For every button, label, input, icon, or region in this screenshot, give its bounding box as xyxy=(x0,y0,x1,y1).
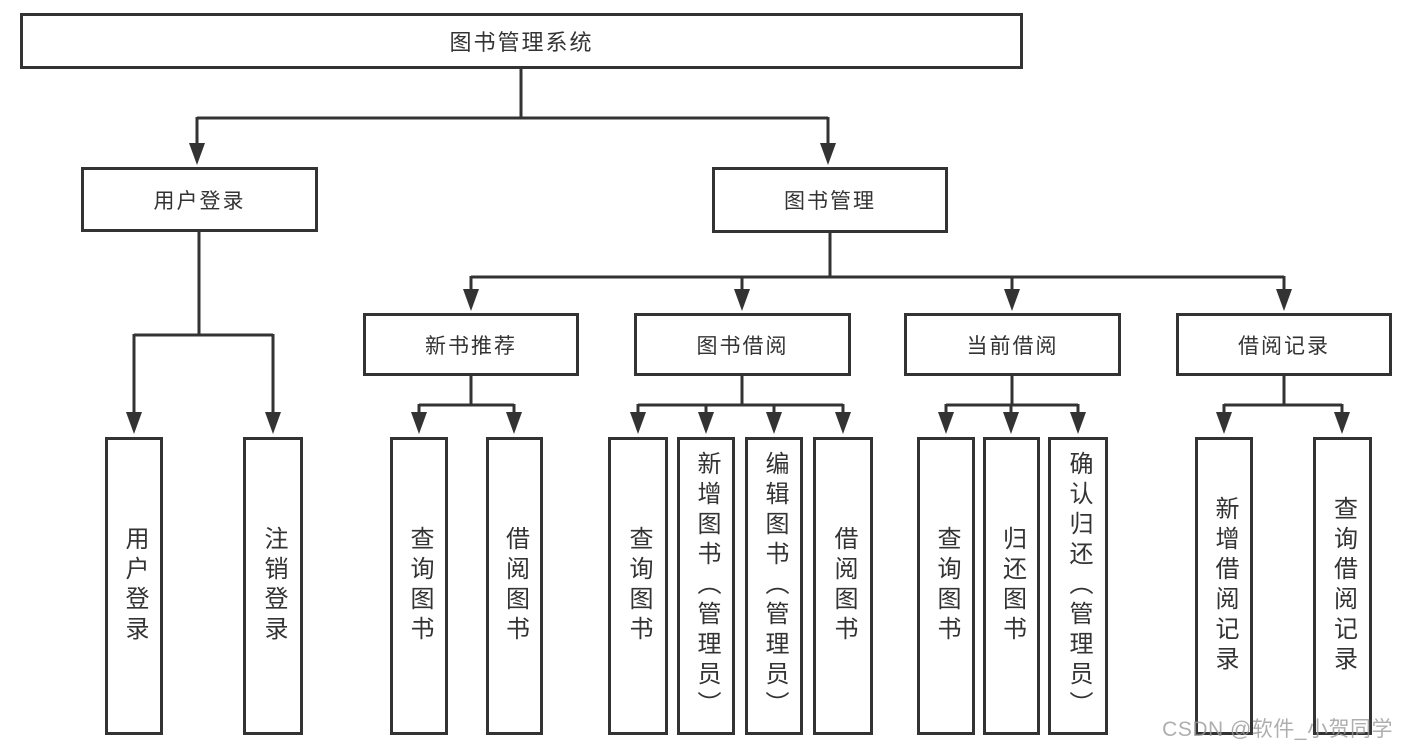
leaf-records-add-record: 新增借阅记录 xyxy=(1195,437,1253,735)
node-library-system: 图书管理系统 xyxy=(20,13,1023,69)
leaf-current-query-books: 查询图书 xyxy=(917,437,975,735)
node-borrow-records: 借阅记录 xyxy=(1176,313,1392,376)
leaf-user-login: 用户登录 xyxy=(105,437,163,735)
node-current-borrow: 当前借阅 xyxy=(904,313,1121,376)
leaf-records-query-record: 查询借阅记录 xyxy=(1313,437,1372,735)
connector-arrowheads xyxy=(126,143,1350,434)
node-book-management: 图书管理 xyxy=(712,167,948,233)
node-book-borrow: 图书借阅 xyxy=(634,313,851,376)
watermark: CSDN @软件_小贺同学 xyxy=(1162,718,1393,741)
node-new-book-recommend: 新书推荐 xyxy=(363,313,579,376)
leaf-borrow-edit-books-admin: 编辑图书（管理员） xyxy=(745,437,803,735)
node-user-login: 用户登录 xyxy=(81,167,318,232)
leaf-borrow-borrow-books: 借阅图书 xyxy=(813,437,873,735)
leaf-logout: 注销登录 xyxy=(243,437,303,735)
leaf-recommend-query-books: 查询图书 xyxy=(390,437,448,735)
leaf-borrow-query-books: 查询图书 xyxy=(608,437,668,735)
leaf-current-return-books: 归还图书 xyxy=(983,437,1040,735)
leaf-current-confirm-return-admin: 确认归还（管理员） xyxy=(1048,437,1108,735)
leaf-borrow-add-books-admin: 新增图书（管理员） xyxy=(677,437,735,735)
leaf-recommend-borrow-books: 借阅图书 xyxy=(486,437,543,735)
